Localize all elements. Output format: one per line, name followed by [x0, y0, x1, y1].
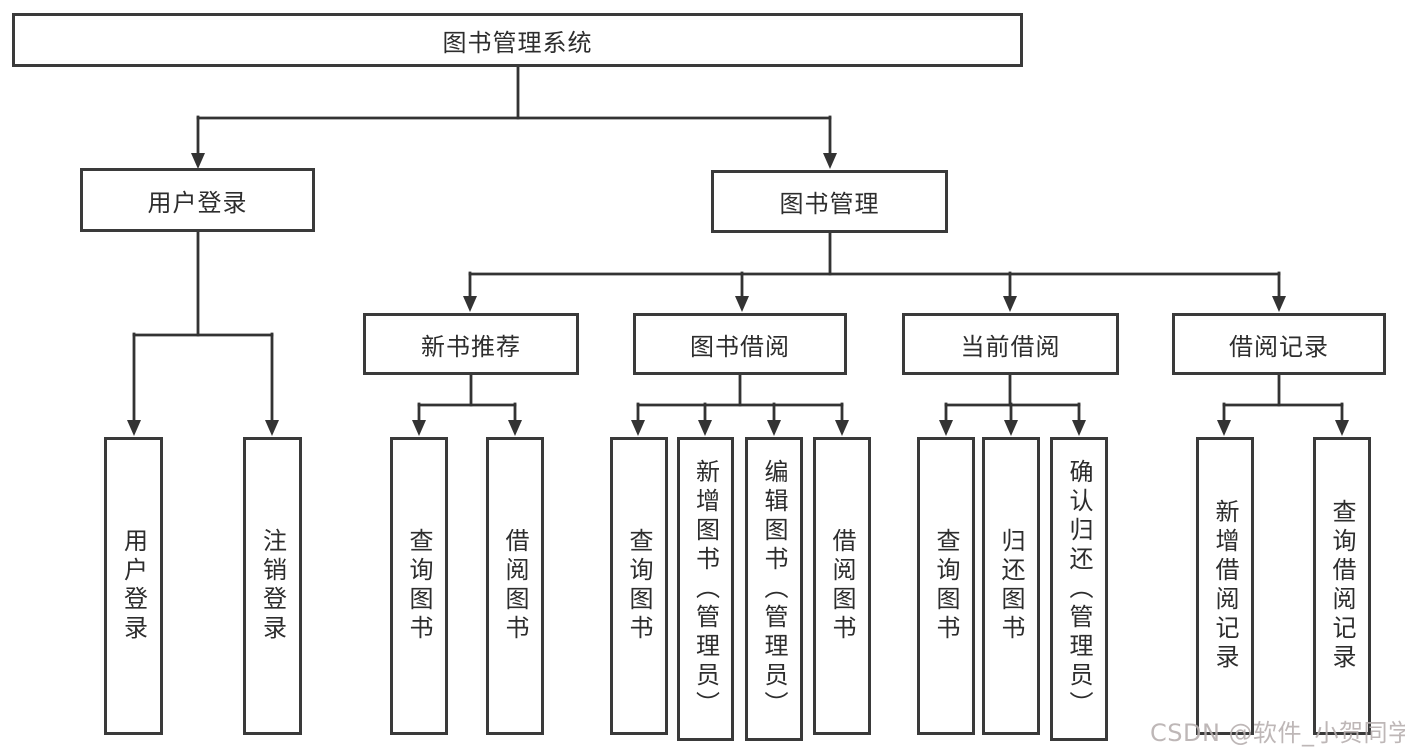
leaf-logout: 注销登录 [243, 437, 302, 735]
leaf-add-borrow-record-label: 新增借阅记录 [1211, 499, 1239, 673]
node-new-book-recommend-label: 新书推荐 [421, 332, 521, 361]
leaf-query-borrow-record: 查询借阅记录 [1313, 437, 1371, 735]
leaf-return-books: 归还图书 [982, 437, 1040, 735]
node-user-login: 用户登录 [80, 168, 315, 232]
leaf-add-borrow-record: 新增借阅记录 [1196, 437, 1254, 735]
leaf-query-books-1: 查询图书 [390, 437, 448, 735]
leaf-query-books-3-label: 查询图书 [932, 528, 960, 644]
leaf-borrow-books-1: 借阅图书 [486, 437, 544, 735]
node-book-borrow-label: 图书借阅 [690, 332, 790, 361]
node-book-management: 图书管理 [711, 170, 948, 233]
leaf-logout-label: 注销登录 [258, 528, 287, 644]
leaf-query-borrow-record-label: 查询借阅记录 [1328, 499, 1356, 673]
node-book-borrow: 图书借阅 [633, 313, 847, 375]
node-current-borrow: 当前借阅 [902, 313, 1119, 375]
leaf-add-books-admin-label: 新增图书（管理员） [691, 458, 720, 720]
watermark: CSDN @软件_小贺同学 [1150, 719, 1405, 747]
node-borrow-records-label: 借阅记录 [1229, 332, 1329, 361]
leaf-borrow-books-2: 借阅图书 [813, 437, 871, 735]
leaf-edit-books-admin: 编辑图书（管理员） [745, 437, 803, 741]
leaf-query-books-2-label: 查询图书 [625, 528, 653, 644]
leaf-return-books-label: 归还图书 [997, 528, 1025, 644]
leaf-confirm-return-admin: 确认归还（管理员） [1050, 437, 1108, 741]
node-user-login-label: 用户登录 [147, 188, 248, 217]
leaf-query-books-1-label: 查询图书 [405, 528, 433, 644]
node-borrow-records: 借阅记录 [1172, 313, 1386, 375]
node-root-label: 图书管理系统 [442, 28, 593, 57]
leaf-user-login: 用户登录 [104, 437, 163, 735]
leaf-add-books-admin: 新增图书（管理员） [677, 437, 734, 741]
node-current-borrow-label: 当前借阅 [960, 332, 1061, 361]
node-book-management-label: 图书管理 [779, 190, 880, 218]
leaf-query-books-2: 查询图书 [610, 437, 668, 735]
leaf-query-books-3: 查询图书 [917, 437, 975, 735]
leaf-confirm-return-admin-label: 确认归还（管理员） [1065, 458, 1093, 720]
leaf-edit-books-admin-label: 编辑图书（管理员） [760, 458, 788, 720]
leaf-borrow-books-2-label: 借阅图书 [828, 528, 856, 644]
node-new-book-recommend: 新书推荐 [363, 313, 579, 375]
leaf-user-login-label: 用户登录 [119, 528, 148, 644]
leaf-borrow-books-1-label: 借阅图书 [501, 528, 529, 644]
node-root: 图书管理系统 [12, 13, 1023, 67]
